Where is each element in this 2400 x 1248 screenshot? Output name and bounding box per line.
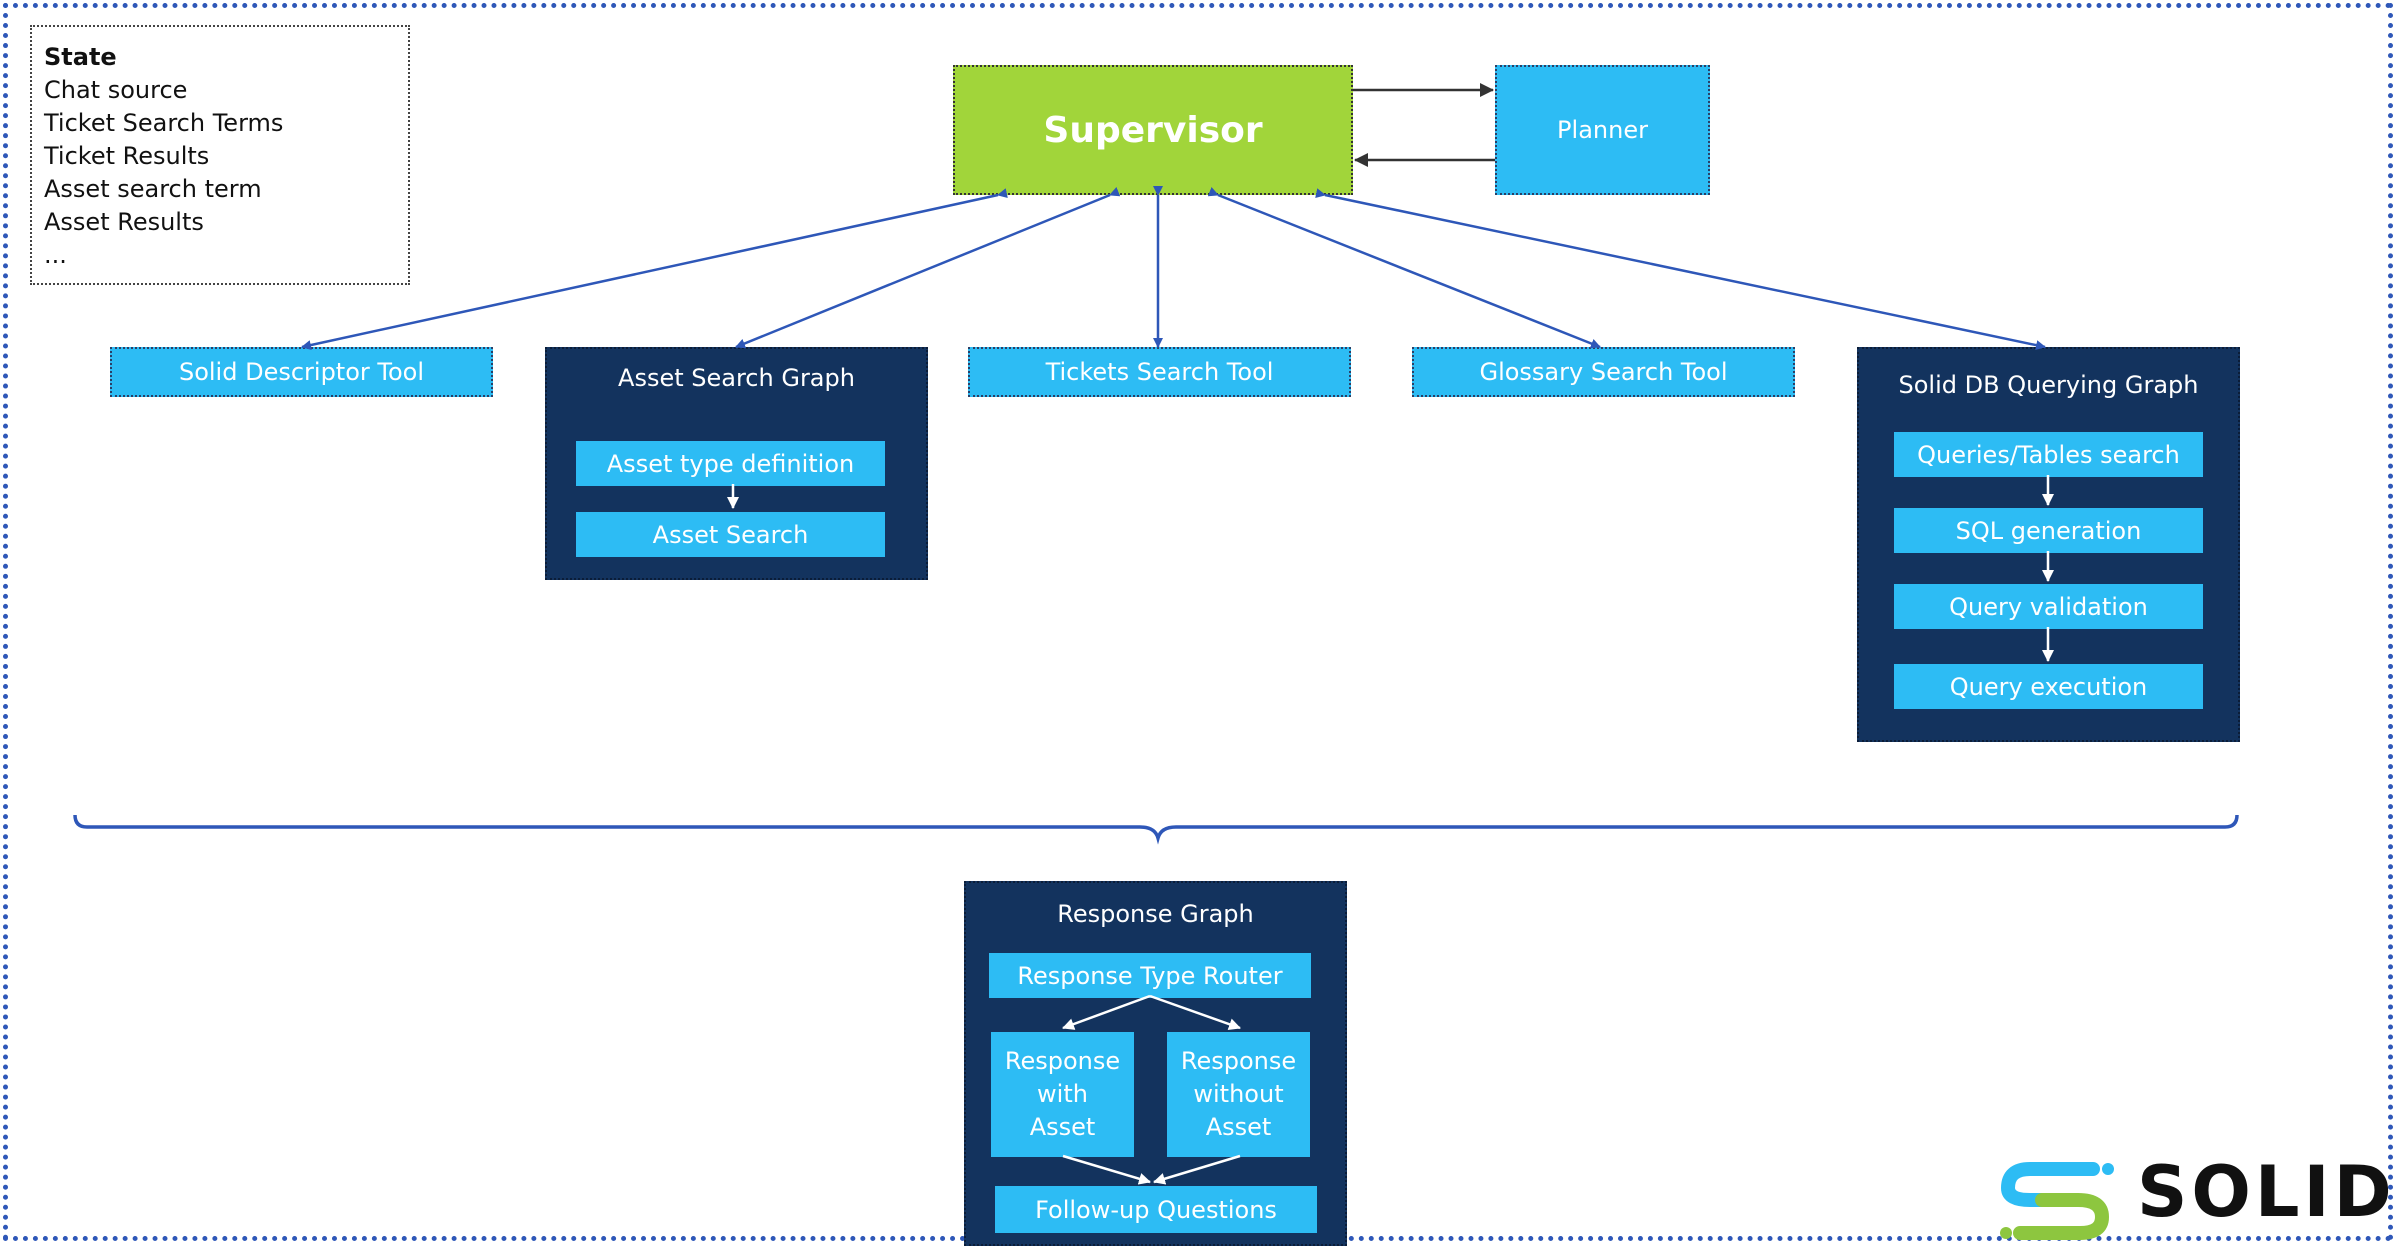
state-title: State <box>44 43 117 71</box>
response-without-asset-line: without <box>1193 1080 1284 1108</box>
edge-supervisor-db-querying <box>1315 188 2046 351</box>
state-item: Asset Results <box>44 208 204 236</box>
edge-with-asset-to-followup <box>1062 1154 1151 1185</box>
edge-supervisor-glossary-search <box>1207 187 1601 349</box>
edge-without-asset-to-followup <box>1153 1154 1241 1185</box>
asset-search-graph: Asset Search Graph Asset type definition… <box>545 347 928 580</box>
queries-tables-search-step: Queries/Tables search <box>1894 432 2203 477</box>
db-graph-title: Solid DB Querying Graph <box>1898 371 2199 399</box>
state-item: ... <box>44 241 67 269</box>
response-without-asset-line: Response <box>1180 1047 1297 1075</box>
sql-generation-step: SQL generation <box>1894 508 2203 553</box>
state-box: State Chat source Ticket Search Terms Ti… <box>30 25 410 285</box>
response-type-router-step: Response Type Router <box>989 953 1311 998</box>
edge-supervisor-solid-descriptor <box>301 188 1008 350</box>
edge-router-to-without-asset <box>1149 994 1241 1030</box>
edge-supervisor-asset-search <box>735 186 1121 349</box>
follow-up-questions-step: Follow-up Questions <box>995 1186 1317 1233</box>
response-with-asset-line: Asset <box>1029 1113 1096 1141</box>
edge-router-to-with-asset <box>1062 994 1151 1030</box>
grouping-brace <box>73 814 2239 845</box>
tickets-search-tool-node: Tickets Search Tool <box>968 347 1351 397</box>
state-item: Chat source <box>44 76 188 104</box>
asset-type-definition-step: Asset type definition <box>576 441 885 486</box>
asset-search-step: Asset Search <box>576 512 885 557</box>
response-without-asset-step: Response without Asset <box>1167 1032 1310 1157</box>
state-item: Ticket Results <box>44 142 210 170</box>
asset-graph-title: Asset Search Graph <box>618 364 855 392</box>
solid-logo-icon <box>2000 1162 2114 1240</box>
state-item: Asset search term <box>44 175 262 203</box>
response-graph: Response Graph Response Type Router Resp… <box>964 881 1347 1246</box>
response-with-asset-line: with <box>1037 1080 1088 1108</box>
query-validation-step: Query validation <box>1894 584 2203 629</box>
glossary-search-tool-node: Glossary Search Tool <box>1412 347 1795 397</box>
state-item: Ticket Search Terms <box>44 109 284 137</box>
query-execution-step: Query execution <box>1894 664 2203 709</box>
solid-logo-wordmark: SOLID <box>2137 1151 2396 1233</box>
solid-descriptor-tool-node: Solid Descriptor Tool <box>110 347 493 397</box>
response-without-asset-line: Asset <box>1205 1113 1272 1141</box>
response-with-asset-line: Response <box>1004 1047 1121 1075</box>
response-graph-title: Response Graph <box>1057 900 1254 928</box>
solid-db-querying-graph: Solid DB Querying Graph Queries/Tables s… <box>1857 347 2240 742</box>
response-with-asset-step: Response with Asset <box>991 1032 1134 1157</box>
